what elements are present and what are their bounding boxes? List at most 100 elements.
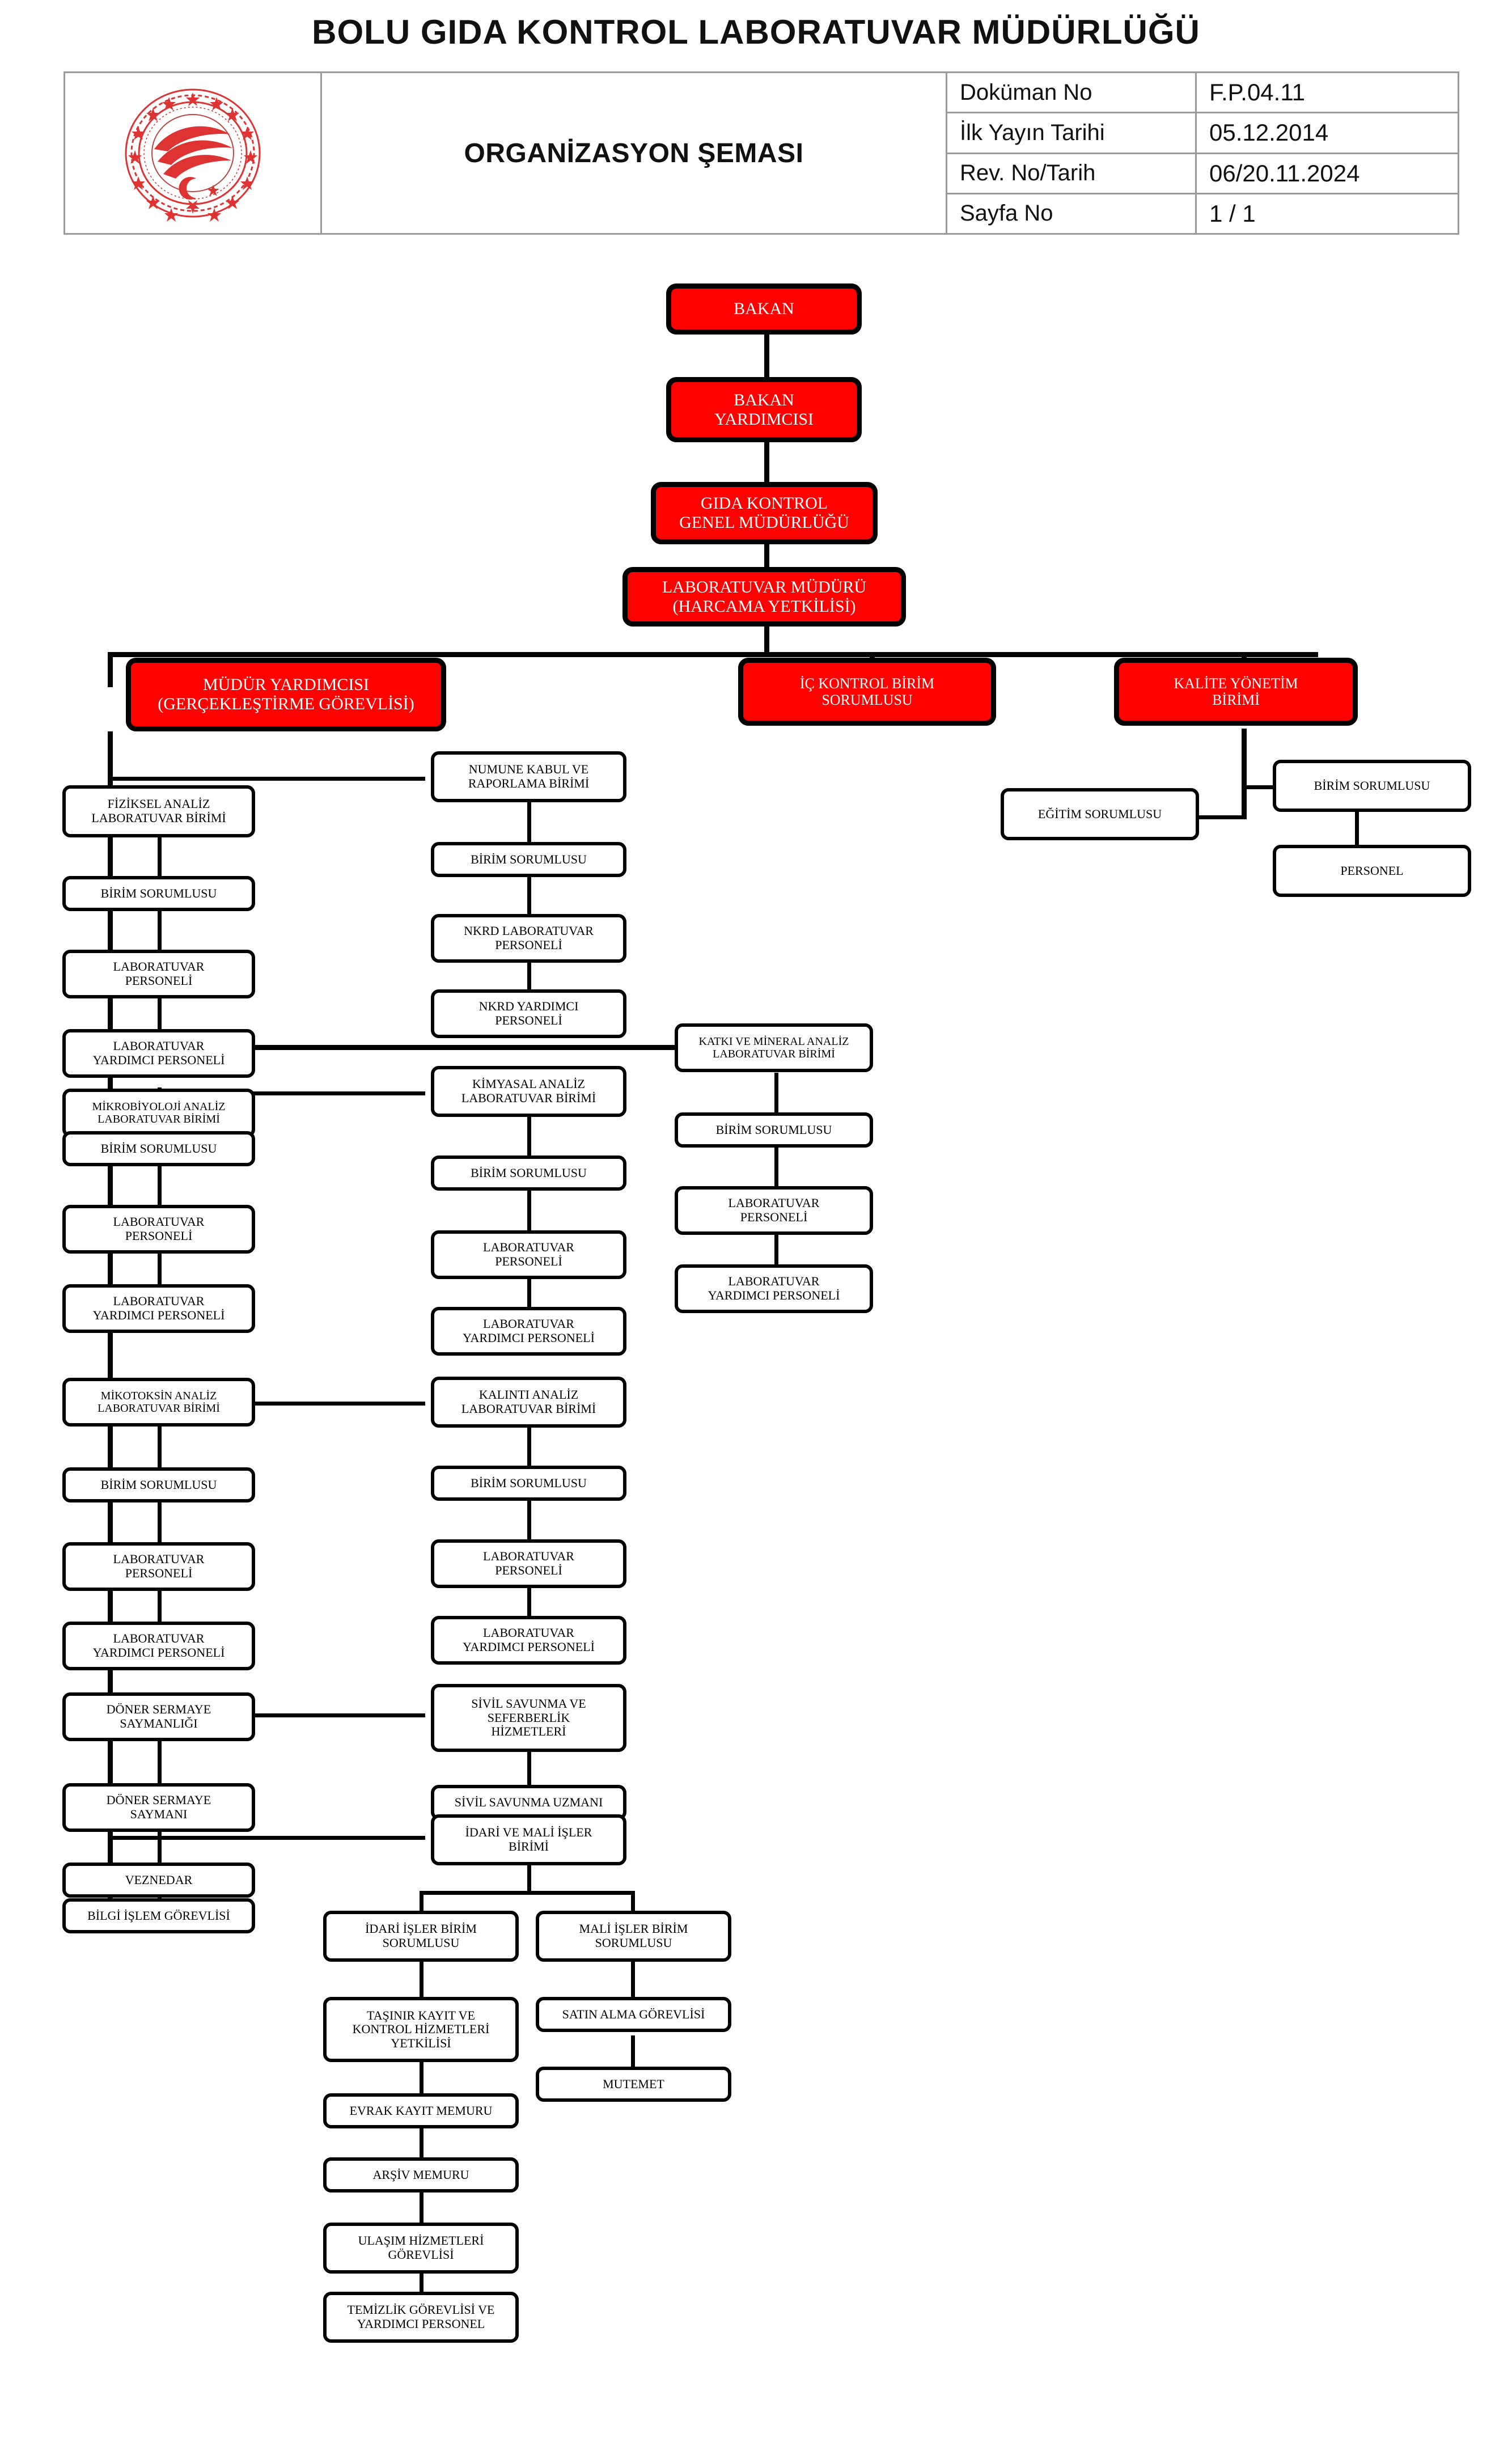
node-mikrobiyoloji-birim-sorumlusu[interactable]: BİRİM SORUMLUSU xyxy=(62,1131,255,1166)
connector xyxy=(420,1891,635,1895)
node-kalite-yonetim-birimi[interactable]: KALİTE YÖNETİM BİRİMİ xyxy=(1114,658,1358,726)
node-mikotoksin-laboratuvar-yardimci-personeli[interactable]: LABORATUVAR YARDIMCI PERSONELİ xyxy=(62,1622,255,1670)
document-header-table: ORGANİZASYON ŞEMASI Doküman No F.P.04.11… xyxy=(63,71,1459,235)
connector xyxy=(420,2058,423,2098)
connector xyxy=(420,1891,423,1915)
connector xyxy=(527,872,531,917)
connector xyxy=(108,1045,675,1050)
node-kalinti-birim-sorumlusu[interactable]: BİRİM SORUMLUSU xyxy=(431,1466,626,1501)
connector xyxy=(774,1233,778,1268)
node-kimyasal-analiz-laboratuvar-birimi[interactable]: KİMYASAL ANALİZ LABORATUVAR BİRİMİ xyxy=(431,1066,626,1117)
meta-row: Doküman No F.P.04.11 xyxy=(947,73,1458,114)
node-mikotoksin-laboratuvar-personeli[interactable]: LABORATUVAR PERSONELİ xyxy=(62,1542,255,1591)
meta-row: Sayfa No 1 / 1 xyxy=(947,194,1458,233)
connector xyxy=(420,2126,423,2160)
node-katki-laboratuvar-yardimci-personeli[interactable]: LABORATUVAR YARDIMCI PERSONELİ xyxy=(675,1264,873,1313)
node-mikotoksin-analiz-laboratuvar-birimi[interactable]: MİKOTOKSİN ANALİZ LABORATUVAR BİRİMİ xyxy=(62,1378,255,1427)
node-idari-ve-mali-isler-birimi[interactable]: İDARİ VE MALİ İŞLER BİRİMİ xyxy=(431,1814,626,1865)
chart-title: ORGANİZASYON ŞEMASI xyxy=(464,138,804,168)
node-egitim-sorumlusu[interactable]: EĞİTİM SORUMLUSU xyxy=(1001,788,1199,840)
connector xyxy=(527,801,531,846)
node-bakan-yardimcisi[interactable]: BAKAN YARDIMCISI xyxy=(666,377,862,442)
connector xyxy=(158,1500,162,1545)
node-katki-laboratuvar-personeli[interactable]: LABORATUVAR PERSONELİ xyxy=(675,1186,873,1235)
tarim-orman-bakanligi-logo-icon xyxy=(125,88,261,222)
node-bakan[interactable]: BAKAN xyxy=(666,283,862,335)
node-numune-kabul-raporlama-birimi[interactable]: NUMUNE KABUL VE RAPORLAMA BİRİMİ xyxy=(431,751,626,802)
connector xyxy=(158,1162,162,1208)
page-title: BOLU GIDA KONTROL LABORATUVAR MÜDÜRLÜĞÜ xyxy=(312,13,1200,51)
node-doner-sermaye-saymanligi[interactable]: DÖNER SERMAYE SAYMANLIĞI xyxy=(62,1692,255,1741)
node-nkrd-yardimci-personeli[interactable]: NKRD YARDIMCI PERSONELİ xyxy=(431,989,626,1038)
node-kimyasal-laboratuvar-personeli[interactable]: LABORATUVAR PERSONELİ xyxy=(431,1230,626,1279)
node-idari-isler-birim-sorumlusu[interactable]: İDARİ İŞLER BİRİM SORUMLUSU xyxy=(323,1911,519,1962)
node-veznedar[interactable]: VEZNEDAR xyxy=(62,1863,255,1898)
connector xyxy=(764,439,769,488)
chart-title-cell: ORGANİZASYON ŞEMASI xyxy=(322,73,947,233)
node-nkrd-laboratuvar-personeli[interactable]: NKRD LABORATUVAR PERSONELİ xyxy=(431,914,626,963)
node-mudur-yardimcisi[interactable]: MÜDÜR YARDIMCISI (GERÇEKLEŞTİRME GÖREVLİ… xyxy=(126,658,446,731)
node-temizlik-gorevlisi-yardimci-personel[interactable]: TEMİZLİK GÖREVLİSİ VE YARDIMCI PERSONEL xyxy=(323,2292,519,2343)
connector xyxy=(108,1713,425,1717)
node-kimyasal-birim-sorumlusu[interactable]: BİRİM SORUMLUSU xyxy=(431,1155,626,1191)
connector xyxy=(764,541,769,575)
connector xyxy=(527,1863,531,1891)
connector xyxy=(108,652,113,687)
node-arsiv-memuru[interactable]: ARŞİV MEMURU xyxy=(323,2157,519,2192)
node-kalinti-analiz-laboratuvar-birimi[interactable]: KALINTI ANALİZ LABORATUVAR BİRİMİ xyxy=(431,1377,626,1428)
connector xyxy=(108,1091,425,1095)
connector xyxy=(1355,799,1359,853)
node-bilgi-islem-gorevlisi[interactable]: BİLGİ İŞLEM GÖREVLİSİ xyxy=(62,1898,255,1933)
connector xyxy=(527,1497,531,1542)
connector xyxy=(527,1751,531,1786)
connector xyxy=(527,1188,531,1233)
node-mikrobiyoloji-laboratuvar-personeli[interactable]: LABORATUVAR PERSONELİ xyxy=(62,1205,255,1254)
connector xyxy=(158,1828,162,1865)
connector xyxy=(527,1424,531,1470)
node-kalite-personel[interactable]: PERSONEL xyxy=(1273,845,1471,897)
node-laboratuvar-muduru[interactable]: LABORATUVAR MÜDÜRÜ (HARCAMA YETKİLİSİ) xyxy=(622,567,906,627)
connector xyxy=(774,1073,778,1118)
meta-key-ilk-yayin-tarihi: İlk Yayın Tarihi xyxy=(947,113,1197,153)
node-fiziksel-laboratuvar-personeli[interactable]: LABORATUVAR PERSONELİ xyxy=(62,950,255,998)
connector xyxy=(158,1588,162,1624)
connector xyxy=(631,1949,635,2000)
node-sivil-savunma-seferberlik-hizmetleri[interactable]: SİVİL SAVUNMA VE SEFERBERLİK HİZMETLERİ xyxy=(431,1684,626,1752)
connector xyxy=(108,1836,425,1840)
connector xyxy=(527,1276,531,1311)
node-katki-birim-sorumlusu[interactable]: BİRİM SORUMLUSU xyxy=(675,1112,873,1148)
node-mutemet[interactable]: MUTEMET xyxy=(536,2067,731,2102)
node-mikotoksin-birim-sorumlusu[interactable]: BİRİM SORUMLUSU xyxy=(62,1467,255,1502)
logo-cell xyxy=(65,73,322,233)
connector xyxy=(764,332,769,380)
connector xyxy=(527,1585,531,1620)
node-fiziksel-birim-sorumlusu[interactable]: BİRİM SORUMLUSU xyxy=(62,876,255,911)
connector xyxy=(158,907,162,953)
node-ic-kontrol-birim-sorumlusu[interactable]: İÇ KONTROL BİRİM SORUMLUSU xyxy=(738,658,996,726)
node-mikrobiyoloji-analiz-laboratuvar-birimi[interactable]: MİKROBİYOLOJİ ANALİZ LABORATUVAR BİRİMİ xyxy=(62,1089,255,1137)
node-mikrobiyoloji-laboratuvar-yardimci-personeli[interactable]: LABORATUVAR YARDIMCI PERSONELİ xyxy=(62,1284,255,1333)
node-kalinti-laboratuvar-yardimci-personeli[interactable]: LABORATUVAR YARDIMCI PERSONELİ xyxy=(431,1616,626,1665)
connector xyxy=(764,624,769,655)
node-evrak-kayit-memuru[interactable]: EVRAK KAYIT MEMURU xyxy=(323,2093,519,2128)
node-fiziksel-analiz-laboratuvar-birimi[interactable]: FİZİKSEL ANALİZ LABORATUVAR BİRİMİ xyxy=(62,785,255,837)
node-fiziksel-laboratuvar-yardimci-personeli[interactable]: LABORATUVAR YARDIMCI PERSONELİ xyxy=(62,1029,255,1078)
connector xyxy=(420,2190,423,2224)
node-katki-mineral-analiz-laboratuvar-birimi[interactable]: KATKI VE MİNERAL ANALİZ LABORATUVAR BİRİ… xyxy=(675,1023,873,1072)
node-kalinti-laboratuvar-personeli[interactable]: LABORATUVAR PERSONELİ xyxy=(431,1539,626,1588)
node-doner-sermaye-saymani[interactable]: DÖNER SERMAYE SAYMANI xyxy=(62,1783,255,1832)
connector xyxy=(420,2259,423,2295)
node-ulasim-hizmetleri-gorevlisi[interactable]: ULAŞIM HİZMETLERİ GÖREVLİSİ xyxy=(323,2223,519,2274)
connector xyxy=(631,1891,635,1915)
node-kalite-birim-sorumlusu[interactable]: BİRİM SORUMLUSU xyxy=(1273,760,1471,812)
node-mali-isler-birim-sorumlusu[interactable]: MALİ İŞLER BİRİM SORUMLUSU xyxy=(536,1911,731,1962)
node-satin-alma-gorevlisi[interactable]: SATIN ALMA GÖREVLİSİ xyxy=(536,1997,731,2032)
meta-key-dokuman-no: Doküman No xyxy=(947,73,1197,112)
node-tasinir-kayit-kontrol-hizmetleri-yetkilisi[interactable]: TAŞINIR KAYIT VE KONTROL HİZMETLERİ YETK… xyxy=(323,1997,519,2062)
meta-value-sayfa-no: 1 / 1 xyxy=(1209,200,1256,227)
node-kimyasal-laboratuvar-yardimci-personeli[interactable]: LABORATUVAR YARDIMCI PERSONELİ xyxy=(431,1307,626,1356)
node-gida-kontrol-genel-mudurlugu[interactable]: GIDA KONTROL GENEL MÜDÜRLÜĞÜ xyxy=(651,482,878,544)
connector xyxy=(158,1741,162,1786)
node-numune-birim-sorumlusu[interactable]: BİRİM SORUMLUSU xyxy=(431,842,626,877)
